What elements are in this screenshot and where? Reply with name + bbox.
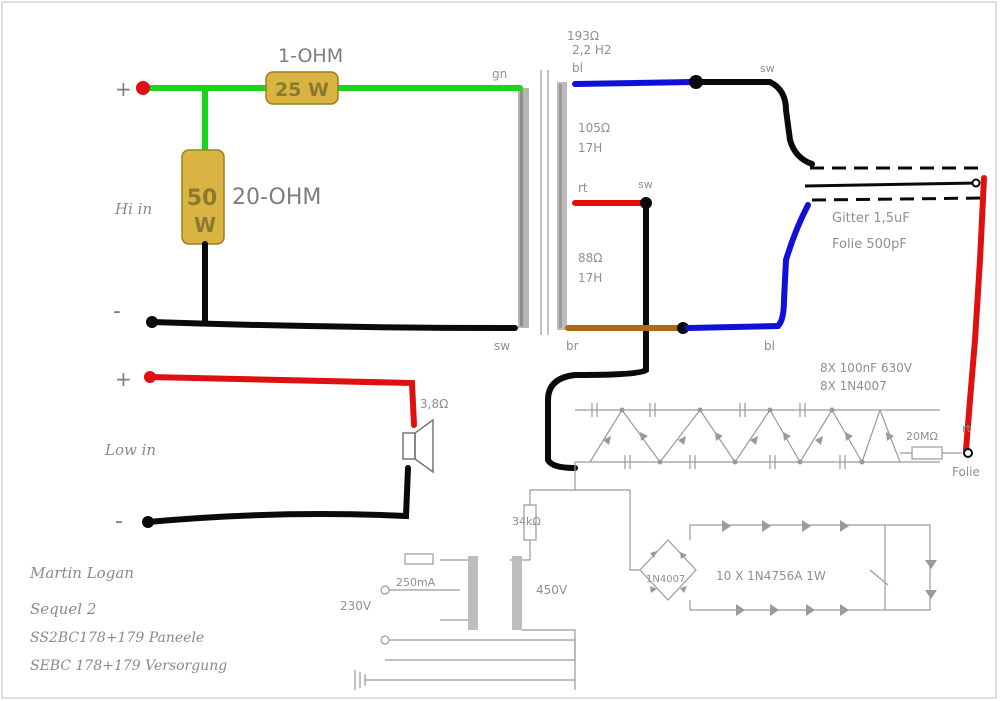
- shunt-resistor-value: 20-OHM: [232, 185, 321, 210]
- black-wire-stator-top: [693, 79, 815, 167]
- winding2-inductance: 17H: [578, 271, 602, 285]
- hv-rectifier-zener: [639, 520, 937, 616]
- winding2-resistance: 88Ω: [578, 251, 602, 265]
- series-resistor: 25 W: [265, 71, 339, 105]
- bl-bottom-label: bl: [764, 339, 775, 353]
- low-in-label: Low in: [104, 441, 156, 459]
- secondary-voltage-label: 450V: [536, 583, 568, 597]
- fuse-label: 250mA: [396, 576, 436, 589]
- low-in-plus-terminal: [144, 371, 156, 383]
- rt-label: rt: [578, 181, 588, 195]
- mains-label: 230V: [340, 599, 372, 613]
- folie-label: Folie 500pF: [832, 237, 907, 252]
- hi-in-label: Hi in: [114, 200, 152, 218]
- shunt-resistor-power-bottom: W: [194, 213, 216, 237]
- primary-top-label: gn: [492, 67, 507, 81]
- secondary-rating: 193Ω: [567, 29, 599, 43]
- note-line-3: SS2BC178+179 Paneele: [30, 630, 204, 646]
- low-in-minus-terminal: [142, 516, 154, 528]
- low-in-plus-sign: +: [115, 367, 132, 391]
- gitter-label: Gitter 1,5uF: [832, 211, 910, 226]
- panel-folie-bottom: Folie: [952, 465, 980, 479]
- low-in-minus-sign: -: [115, 509, 123, 534]
- series-resistor-power: 25 W: [275, 79, 329, 101]
- shunt-resistor-power-top: 50: [187, 186, 218, 211]
- hi-in-minus-sign: -: [113, 299, 121, 324]
- sw-label: sw: [638, 178, 653, 191]
- panel-rt-label: rt: [962, 422, 972, 435]
- shunt-resistor: 50 W: [181, 149, 225, 245]
- series-r-label: 20MΩ: [906, 430, 938, 443]
- black-wire-hi-minus: [149, 241, 518, 331]
- bridge-diodes-label: 1N4007: [646, 574, 685, 585]
- black-wire-low-minus: [145, 465, 411, 525]
- primary-bottom-label: sw: [494, 339, 510, 353]
- blue-wire-stator-bottom: [685, 202, 811, 331]
- secondary-sw-top-right: sw: [760, 62, 775, 75]
- red-wire-low-plus: [147, 374, 417, 428]
- series-resistor-value: 1-OHM: [278, 45, 343, 67]
- electrostatic-panel: [804, 166, 986, 202]
- res-34k-label: 34kΩ: [512, 515, 541, 528]
- red-wire-diaphragm: [963, 175, 987, 453]
- tweeter-rating: 3,8Ω: [420, 397, 448, 411]
- note-line-2: Sequel 2: [30, 600, 96, 618]
- winding1-inductance: 17H: [578, 141, 602, 155]
- black-wire-to-hv: [545, 200, 649, 471]
- blue-wire-top: [572, 79, 695, 87]
- hi-in-plus-sign: +: [115, 77, 132, 101]
- multiplier-diodes: 8X 1N4007: [820, 379, 887, 393]
- tweeter-symbol: [402, 418, 434, 474]
- secondary-bl-top: bl: [572, 61, 583, 75]
- note-line-4: SEBC 178+179 Versorgung: [30, 658, 227, 674]
- hi-in-minus-terminal: [146, 316, 158, 328]
- hv-multiplier: [575, 403, 962, 469]
- transformer-core-left: [518, 88, 529, 328]
- winding1-resistance: 105Ω: [578, 121, 610, 135]
- hi-in-plus-terminal: [136, 81, 150, 95]
- note-line-1: Martin Logan: [29, 564, 134, 582]
- multiplier-caps: 8X 100nF 630V: [820, 361, 913, 375]
- hv-supply-transformer: [354, 462, 640, 690]
- secondary-freq: 2,2 H2: [572, 43, 612, 57]
- zener-label: 10 X 1N4756A 1W: [716, 569, 826, 583]
- output-transformer: [518, 70, 567, 335]
- br-label: br: [566, 339, 579, 353]
